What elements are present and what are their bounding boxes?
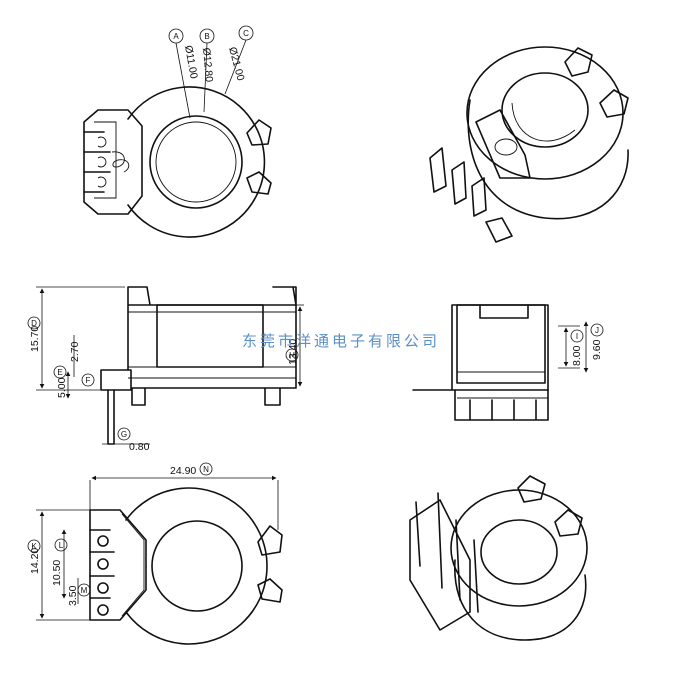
isometric-view-bottom — [409, 475, 588, 641]
balloon-e-label: E — [57, 368, 62, 377]
iso-top-tab-1 — [564, 47, 593, 77]
dim-pin-span: 10.50 — [51, 560, 63, 586]
top-view-wire — [111, 151, 130, 173]
side-view-pin-block — [100, 369, 132, 391]
balloon-j-label: J — [595, 326, 599, 335]
leader-c — [224, 39, 247, 95]
bottom-view-bore — [151, 520, 243, 612]
bottom-view-pins — [97, 535, 109, 616]
end-view-base-lines — [457, 371, 548, 399]
balloon-i-label: I — [576, 332, 578, 341]
bottom-view-header-inner — [121, 513, 145, 617]
iso-top-bore — [501, 72, 589, 148]
bottom-view: 24.90 N 14.20 K 10.50 L 3.50 M — [27, 462, 283, 645]
side-view: 15.70 D 5.00 E 2.70 F G 0.80 13.40 H — [27, 286, 304, 453]
top-view-slot-lower — [246, 171, 272, 195]
dim-pin-pitch: 3.50 — [67, 585, 79, 606]
balloon-a-label: A — [173, 32, 179, 41]
bottom-view-outer-flange — [125, 487, 268, 645]
leader-b — [203, 42, 208, 113]
dim-core-height: 13.40 — [287, 339, 299, 365]
top-view-slot-upper — [246, 119, 272, 146]
balloon-l-label: L — [59, 541, 64, 550]
balloon-h-label: H — [289, 351, 295, 360]
balloon-n-label: N — [203, 465, 209, 474]
isometric-view-top — [429, 46, 629, 243]
dim-pin-width: 0.80 — [129, 441, 150, 453]
dim-core-width: 8.00 — [571, 345, 583, 366]
dim-bore-diameter: Ø11.00 — [182, 44, 200, 79]
balloon-d-label: D — [31, 319, 37, 328]
dim-header-width: 14.20 — [29, 548, 41, 574]
top-view-bore-inner — [155, 121, 237, 203]
company-watermark: 东莞市洋通电子有限公司 — [242, 332, 440, 350]
iso-bottom-header — [409, 499, 471, 631]
iso-bottom-bore — [480, 519, 558, 585]
iso-top-pins — [429, 147, 513, 243]
bottom-view-pin-slots — [89, 529, 115, 599]
dim-side-height: 15.70 — [29, 326, 41, 352]
balloon-c — [238, 25, 254, 41]
iso-bottom-tab-1 — [517, 475, 546, 503]
end-view-base — [454, 389, 549, 421]
iso-bottom-tab-2 — [554, 509, 583, 537]
iso-top-header — [475, 109, 531, 179]
end-view-core — [456, 304, 546, 384]
balloon-k-label: K — [31, 542, 37, 551]
dim-overall-length: 24.90 — [170, 465, 196, 477]
balloon-c-label: C — [243, 29, 249, 38]
iso-top-bore-depth — [511, 102, 576, 142]
iso-bottom-body — [454, 559, 587, 641]
balloon-a — [168, 28, 184, 44]
iso-top-tab-2 — [599, 89, 629, 118]
top-view-bore — [149, 115, 243, 209]
side-view-pin — [107, 389, 115, 445]
leader-a — [175, 42, 191, 119]
iso-bottom-flange — [450, 489, 588, 607]
top-view-pin-header-inner — [94, 121, 117, 199]
end-view-top-notch — [479, 304, 529, 319]
bottom-view-slot-lower — [257, 578, 283, 603]
dim-pin-offset: 2.70 — [69, 341, 81, 362]
dim-post-diameter: Ø12.80 — [200, 47, 215, 83]
dim-pin-block-height: 5.00 — [56, 377, 68, 398]
iso-bottom-pins — [415, 492, 479, 613]
balloon-f-label: F — [86, 376, 91, 385]
balloon-m-label: M — [81, 586, 88, 595]
top-view-pin-header — [83, 109, 143, 215]
iso-top-flange — [466, 46, 624, 180]
side-view-feet — [131, 387, 281, 406]
end-view: I J 8.00 9.60 — [412, 304, 604, 421]
iso-top-body — [467, 99, 629, 220]
balloon-g-label: G — [121, 430, 127, 439]
iso-top-header-hole — [494, 138, 518, 156]
top-view-pin-notches — [83, 131, 111, 193]
side-view-flange-lines — [128, 311, 296, 379]
dim-core-outer: 9.60 — [591, 339, 603, 360]
top-view: A B C Ø11.00 Ø12.80 Ø21.00 — [83, 25, 272, 238]
balloon-b — [199, 28, 215, 44]
balloon-b-label: B — [204, 32, 209, 41]
top-view-outer-flange — [127, 86, 266, 238]
dim-flange-diameter: Ø21.00 — [226, 46, 247, 83]
bottom-view-slot-upper — [257, 525, 283, 556]
